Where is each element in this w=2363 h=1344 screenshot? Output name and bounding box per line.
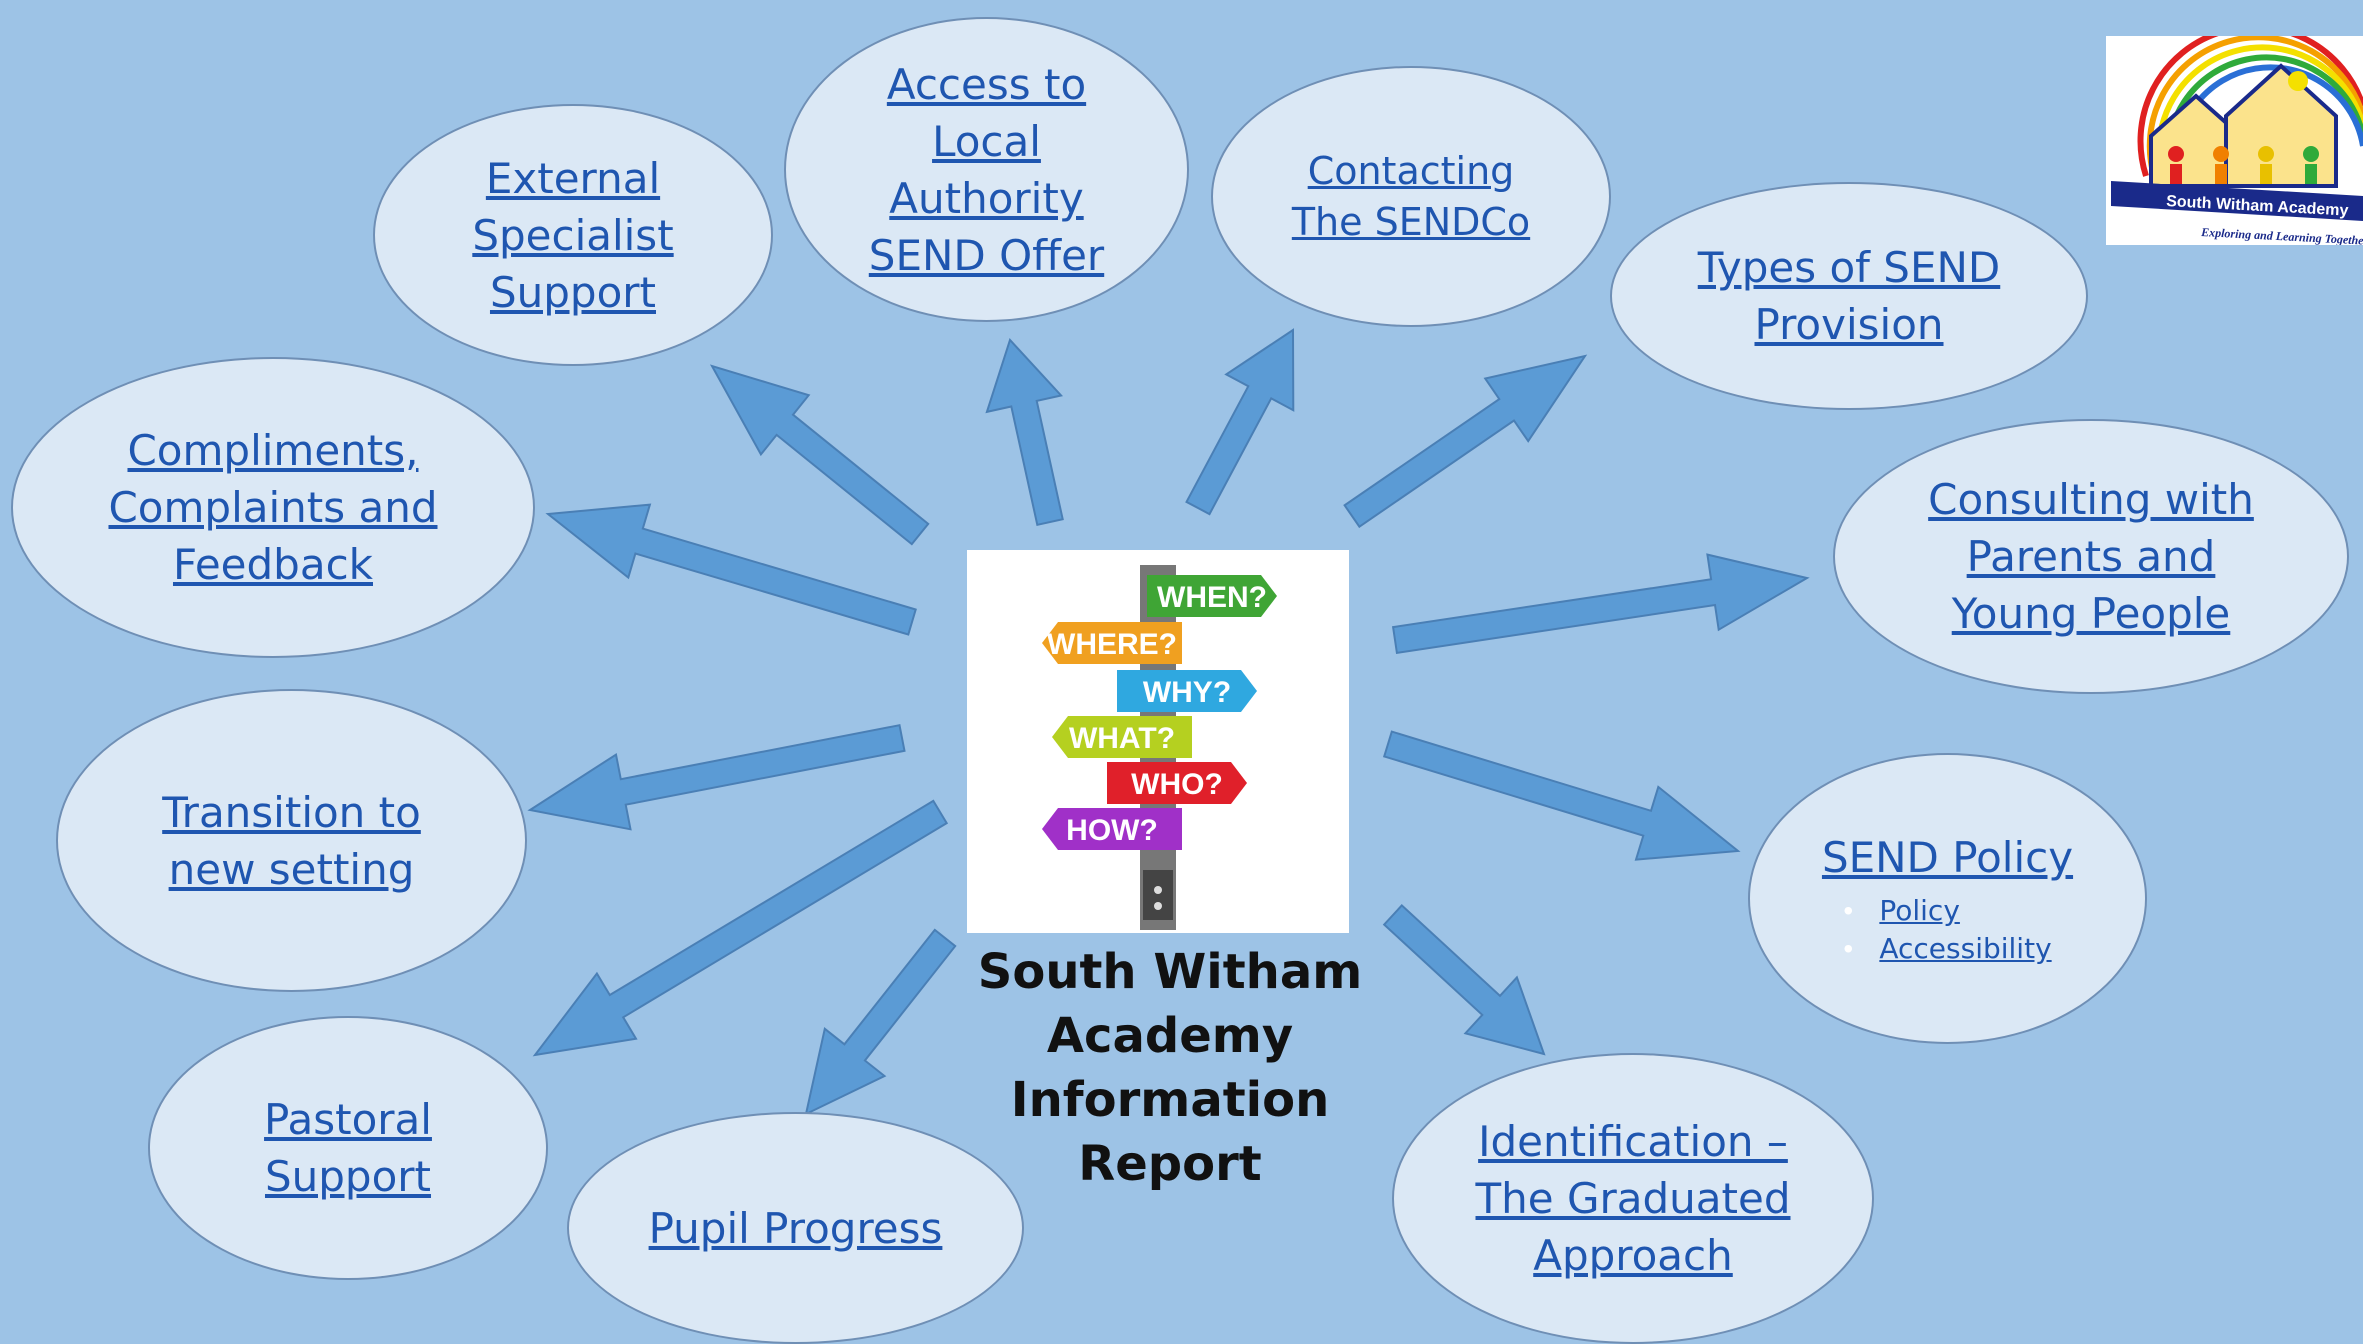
- sign-label: WHERE?: [1047, 628, 1177, 661]
- arrow-to-pupil-progress: [804, 928, 957, 1116]
- signpost-image: WHEN? WHERE? WHY? WHAT? WHO? HOW?: [967, 550, 1349, 933]
- bubble-local-offer: Access to Local Authority SEND Offer: [784, 17, 1189, 322]
- link-pastoral[interactable]: Pastoral Support: [264, 1095, 432, 1201]
- link-send-policy[interactable]: SEND Policy: [1821, 833, 2074, 882]
- link-local-offer[interactable]: Access to Local Authority SEND Offer: [868, 59, 1105, 280]
- bubble-send-policy: SEND Policy Policy Accessibility: [1748, 753, 2147, 1044]
- arrow-to-pastoral: [532, 799, 949, 1057]
- arrow-to-external: [709, 364, 930, 546]
- arrow-to-sendco: [1185, 328, 1295, 516]
- link-policy[interactable]: Policy: [1879, 894, 1960, 927]
- arrow-to-provision: [1343, 354, 1588, 529]
- sign-board: [1147, 575, 1277, 617]
- link-compliments[interactable]: Compliments, Complaints and Feedback: [108, 426, 438, 589]
- arrow-to-local-offer: [985, 338, 1064, 526]
- bubble-external-support: External Specialist Support: [373, 104, 773, 366]
- bubble-identification: Identification – The Graduated Approach: [1392, 1053, 1874, 1344]
- link-external-support[interactable]: External Specialist Support: [472, 153, 674, 317]
- arrow-to-consulting: [1391, 553, 1810, 655]
- arrow-to-send-policy: [1382, 730, 1741, 861]
- link-consulting[interactable]: Consulting with Parents and Young People: [1928, 475, 2254, 638]
- school-logo: South Witham Academy Exploring and Learn…: [2106, 36, 2363, 245]
- link-send-provision[interactable]: Types of SEND Provision: [1697, 243, 2001, 349]
- sign-board: [1117, 670, 1257, 712]
- sign-label: HOW?: [1066, 814, 1158, 847]
- bubble-send-provision: Types of SEND Provision: [1610, 182, 2088, 410]
- link-identification[interactable]: Identification – The Graduated Approach: [1475, 1117, 1791, 1280]
- arrow-to-identification: [1382, 903, 1546, 1056]
- link-transition[interactable]: Transition to new setting: [162, 787, 421, 894]
- sign-label: WHEN?: [1157, 581, 1267, 614]
- link-pupil-progress[interactable]: Pupil Progress: [648, 1203, 943, 1253]
- bubble-compliments: Compliments, Complaints and Feedback: [11, 357, 535, 658]
- bubble-transition: Transition to new setting: [56, 689, 527, 992]
- arrow-to-compliments: [545, 503, 917, 636]
- sign-board: [1052, 716, 1192, 758]
- arrow-to-transition: [527, 724, 906, 831]
- list-item: Policy: [1843, 892, 2051, 930]
- logo-motto: Exploring and Learning Together: [2200, 225, 2363, 245]
- logo-banner: [2111, 181, 2363, 221]
- link-contacting-sendco[interactable]: Contacting The SENDCo: [1291, 148, 1531, 244]
- send-policy-list: Policy Accessibility: [1843, 892, 2051, 968]
- link-accessibility[interactable]: Accessibility: [1879, 932, 2052, 965]
- sign-board: [1042, 622, 1182, 664]
- bubble-consulting: Consulting with Parents and Young People: [1833, 419, 2349, 694]
- sign-board: [1107, 762, 1247, 804]
- sign-label: WHY?: [1143, 676, 1231, 709]
- bubble-pupil-progress: Pupil Progress: [567, 1112, 1024, 1344]
- bubble-pastoral: Pastoral Support: [148, 1016, 548, 1280]
- list-item: Accessibility: [1843, 930, 2051, 968]
- sign-board: [1042, 808, 1182, 850]
- report-title: South Witham Academy Information Report: [977, 944, 1363, 1192]
- sign-label: WHO?: [1131, 768, 1223, 801]
- bubble-contacting-sendco: Contacting The SENDCo: [1211, 66, 1611, 327]
- sign-label: WHAT?: [1069, 722, 1175, 755]
